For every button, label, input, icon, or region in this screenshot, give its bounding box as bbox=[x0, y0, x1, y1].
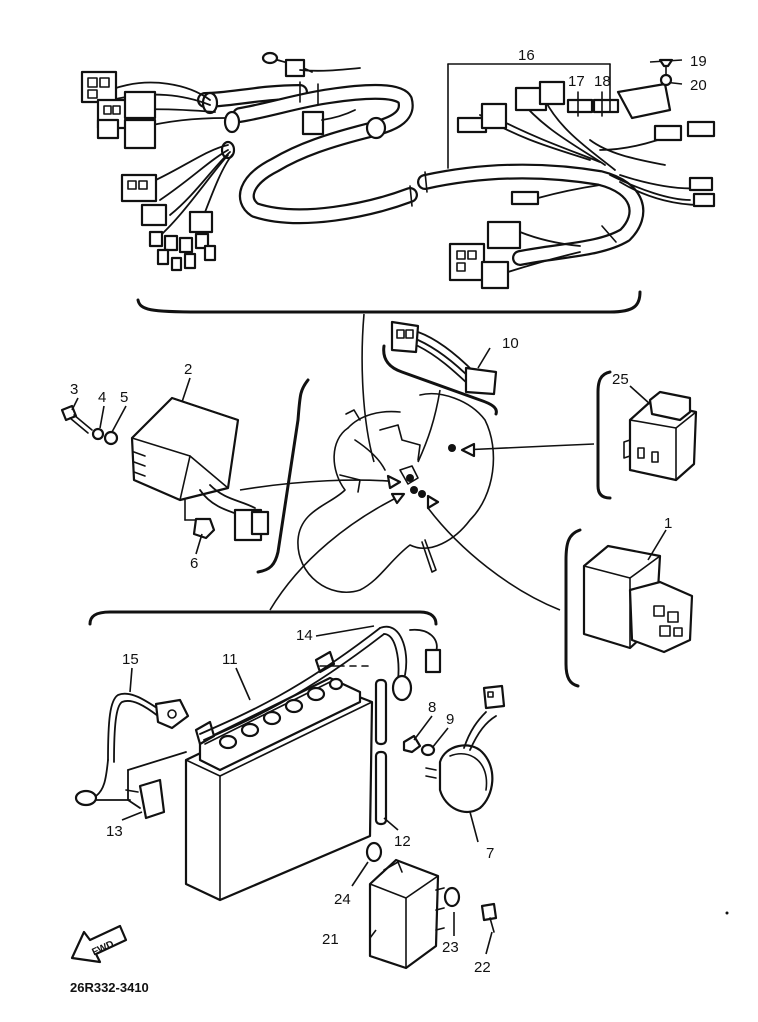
sub-harness-10 bbox=[382, 320, 498, 416]
battery-cable-14 bbox=[199, 625, 442, 741]
callout-leaders bbox=[71, 347, 667, 955]
callout-9: 9 bbox=[446, 711, 454, 728]
callout-20: 20 bbox=[690, 77, 707, 94]
frame-outline bbox=[297, 393, 495, 593]
callout-14: 14 bbox=[296, 627, 313, 644]
callout-13: 13 bbox=[106, 823, 123, 840]
part-code: 26R332-3410 bbox=[70, 980, 149, 995]
harness-left-connectors bbox=[80, 70, 233, 272]
battery-cable-15 bbox=[74, 692, 190, 807]
callout-15: 15 bbox=[122, 651, 139, 668]
wire-harness bbox=[80, 51, 716, 290]
relay-1 bbox=[582, 544, 694, 654]
callout-24: 24 bbox=[334, 891, 351, 908]
callout-2: 2 bbox=[184, 361, 192, 378]
grommet-24 bbox=[365, 841, 383, 863]
nut-8 bbox=[402, 734, 422, 754]
callout-25: 25 bbox=[612, 371, 629, 388]
callout-5: 5 bbox=[120, 389, 128, 406]
callout-7: 7 bbox=[486, 845, 494, 862]
left-bracket bbox=[256, 378, 310, 574]
battery-bracket bbox=[88, 610, 438, 626]
callout-4: 4 bbox=[98, 389, 106, 406]
bolt-3 bbox=[60, 404, 93, 434]
callout-18: 18 bbox=[594, 73, 611, 90]
relay-25 bbox=[623, 390, 698, 482]
callout-16: 16 bbox=[518, 47, 535, 64]
callout-22: 22 bbox=[474, 959, 491, 976]
battery-11 bbox=[184, 650, 374, 902]
bolt-22 bbox=[480, 902, 498, 933]
harness-bracket bbox=[136, 290, 642, 314]
starter-relay-7 bbox=[425, 684, 506, 814]
callout-1: 1 bbox=[664, 515, 672, 532]
relay-25-bracket bbox=[596, 370, 612, 500]
callout-3: 3 bbox=[70, 381, 78, 398]
callout-23: 23 bbox=[442, 939, 459, 956]
relay-1-bracket bbox=[564, 528, 582, 688]
callout-8: 8 bbox=[428, 699, 436, 716]
callout-11: 11 bbox=[222, 651, 238, 668]
collar-23 bbox=[443, 886, 461, 908]
ignitor-unit-21 bbox=[368, 858, 445, 970]
nut-6 bbox=[192, 517, 216, 540]
washer-9 bbox=[420, 743, 436, 757]
forward-arrow: FWD bbox=[70, 924, 128, 964]
harness-right-connectors bbox=[448, 80, 716, 290]
battery-band-12 bbox=[374, 678, 388, 826]
mounting-leaders bbox=[239, 313, 595, 611]
battery-band-13 bbox=[95, 751, 187, 820]
callout-6: 6 bbox=[190, 555, 198, 572]
harness-top-connectors bbox=[261, 51, 361, 136]
callout-numbers: 1 2 3 4 5 6 7 8 9 10 11 12 13 14 15 16 1… bbox=[70, 47, 707, 976]
callout-12: 12 bbox=[394, 833, 411, 850]
callout-21: 21 bbox=[322, 931, 339, 948]
washer-4 bbox=[91, 427, 105, 441]
callout-10: 10 bbox=[502, 335, 519, 352]
speck bbox=[725, 911, 729, 915]
callout-17: 17 bbox=[568, 73, 585, 90]
collar-5 bbox=[103, 430, 119, 446]
callout-19: 19 bbox=[690, 53, 707, 70]
